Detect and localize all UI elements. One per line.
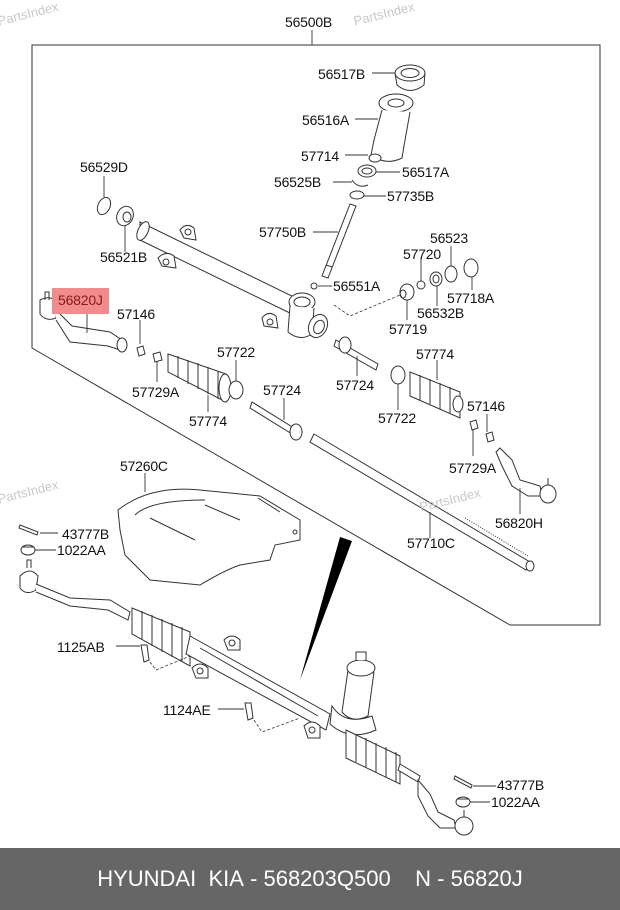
pinion-57750B-drawing: [321, 203, 357, 279]
band-57722-left-drawing: [228, 380, 244, 400]
part-label-56521B[interactable]: 56521B: [100, 249, 148, 265]
part-label-57146-left[interactable]: 57146: [117, 306, 155, 322]
part-label-57724-left[interactable]: 57724: [263, 382, 301, 398]
ring-56529D-drawing: [96, 196, 112, 216]
parts-diagram: PartsIndex PartsIndex PartsIndex PartsIn…: [0, 0, 601, 836]
nut-57146-left-drawing: [136, 345, 146, 357]
part-label-57722-right[interactable]: 57722: [378, 410, 416, 426]
plug-57719-drawing: [399, 283, 415, 301]
part-label-56532B[interactable]: 56532B: [417, 305, 465, 321]
brand-name: HYUNDAI KIA: [97, 866, 244, 891]
part-label-57774-left[interactable]: 57774: [189, 413, 227, 429]
band-57722-right-drawing: [390, 365, 406, 385]
part-label-56500B[interactable]: 56500B: [285, 14, 333, 30]
inner-rod-57724-left-drawing: [249, 401, 303, 441]
snapring-56525B-drawing: [351, 179, 369, 187]
rack-bar-57710C-drawing: [309, 433, 535, 572]
ball-56551A-drawing: [310, 282, 318, 290]
part-label-56551A[interactable]: 56551A: [333, 278, 381, 294]
part-label-56517B[interactable]: 56517B: [318, 66, 366, 82]
part-label-43777B-right[interactable]: 43777B: [497, 777, 545, 793]
tie-rod-end-56820H-drawing: [495, 447, 557, 504]
part-label-56523[interactable]: 56523: [430, 230, 468, 246]
washer-57714-drawing: [368, 153, 382, 163]
part-label-56529D[interactable]: 56529D: [80, 159, 128, 175]
nut-1022AA-right-drawing: [455, 796, 471, 808]
part-label-57719[interactable]: 57719: [389, 321, 427, 337]
yoke-56532B-drawing: [429, 271, 443, 287]
bolt-1125AB-drawing: [140, 644, 150, 663]
cap-56517B-drawing: [394, 64, 426, 91]
part-label-1124AE[interactable]: 1124AE: [163, 702, 211, 718]
part-label-57714[interactable]: 57714: [301, 148, 339, 164]
spring-57720-drawing: [416, 280, 426, 290]
part-label-57729A-right[interactable]: 57729A: [449, 460, 497, 476]
part-label-56820J-highlighted[interactable]: 56820J: [52, 288, 109, 314]
separator: -: [243, 866, 264, 891]
part-label-57720[interactable]: 57720: [403, 246, 441, 262]
heat-shield-57260C-drawing: [117, 488, 301, 586]
complete-gear-assembly-drawing: [19, 559, 474, 836]
reference-prefix: N: [415, 866, 432, 891]
bearing-56517A-drawing: [357, 164, 377, 178]
nut-57718A-drawing: [463, 258, 479, 278]
boot-57774-left-drawing: [167, 353, 232, 403]
pin-43777B-left-drawing: [18, 524, 39, 536]
assembly-frame: [31, 44, 601, 626]
part-label-57722-left[interactable]: 57722: [217, 344, 255, 360]
oring-56523-drawing: [444, 265, 458, 283]
part-label-56525B[interactable]: 56525B: [274, 174, 322, 190]
part-label-56516A[interactable]: 56516A: [302, 112, 350, 128]
seal-57735B-drawing: [349, 190, 365, 200]
part-label-57750B[interactable]: 57750B: [259, 224, 307, 240]
diagram-reference-number: 56820J: [450, 866, 523, 891]
housing-56516A-drawing: [370, 93, 414, 162]
diagram-drawing: [18, 30, 601, 836]
boot-57774-right-drawing: [409, 371, 464, 419]
part-label-57260C[interactable]: 57260C: [120, 458, 168, 474]
part-info-footer: HYUNDAI KIA - 568203Q500 N - 56820J: [0, 848, 620, 910]
part-label-57710C[interactable]: 57710C: [407, 535, 455, 551]
spacer: [391, 866, 415, 892]
part-label-57724-right[interactable]: 57724: [336, 377, 374, 393]
part-label-1125AB[interactable]: 1125AB: [57, 639, 105, 655]
part-label-43777B-left[interactable]: 43777B: [62, 526, 110, 542]
nut-1022AA-left-drawing: [20, 544, 36, 556]
nut-57146-right-drawing: [485, 431, 495, 443]
clip-57729A-right-drawing: [469, 419, 479, 431]
part-label-56820H[interactable]: 56820H: [495, 515, 543, 531]
pin-43777B-right-drawing: [453, 775, 473, 789]
oem-part-number: 568203Q500: [263, 866, 391, 891]
pointer-arrow-drawing: [300, 537, 352, 680]
separator: -: [431, 866, 451, 891]
part-label-57774-right[interactable]: 57774: [416, 346, 454, 362]
rack-housing-drawing: [136, 221, 329, 339]
part-label-56517A[interactable]: 56517A: [402, 164, 450, 180]
part-label-57729A-left[interactable]: 57729A: [132, 384, 180, 400]
bush-56521B-drawing: [116, 205, 134, 227]
part-label-57718A[interactable]: 57718A: [447, 290, 495, 306]
part-label-1022AA-right[interactable]: 1022AA: [491, 794, 540, 810]
part-label-57735B[interactable]: 57735B: [387, 188, 435, 204]
clip-57729A-left-drawing: [152, 351, 163, 363]
bolt-1124AE-drawing: [244, 702, 254, 721]
inner-rod-57724-right-drawing: [333, 336, 379, 371]
part-label-1022AA-left[interactable]: 1022AA: [57, 542, 106, 558]
part-label-57146-right[interactable]: 57146: [467, 398, 505, 414]
